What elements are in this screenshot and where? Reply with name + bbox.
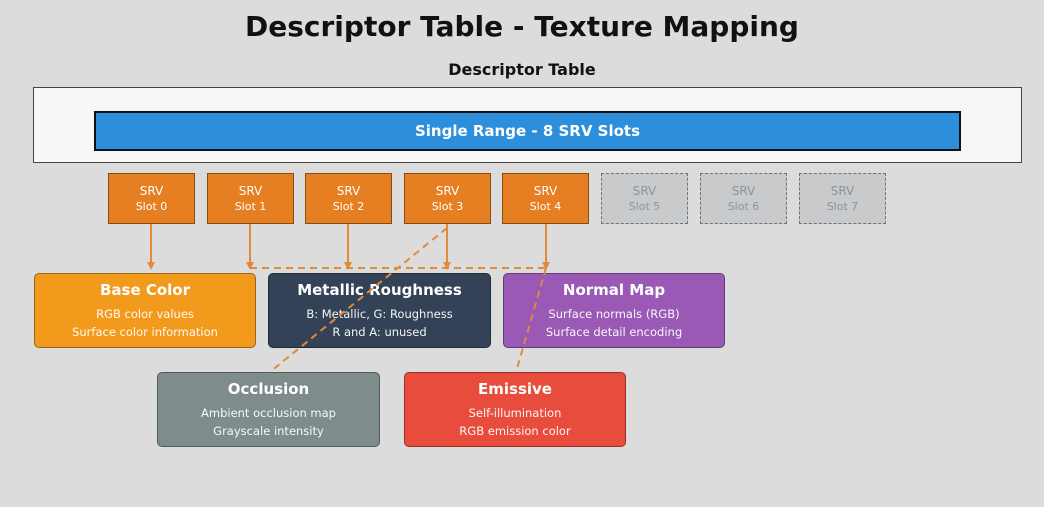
dashed-line-occlusion xyxy=(269,227,448,373)
card-line: R and A: unused xyxy=(332,324,427,339)
card-title: Base Color xyxy=(99,280,191,299)
slot-type: SRV xyxy=(139,183,164,198)
card-line: Grayscale intensity xyxy=(213,423,324,438)
occlusion-card: Occlusion Ambient occlusion map Grayscal… xyxy=(157,372,380,447)
emissive-card: Emissive Self-illumination RGB emission … xyxy=(404,372,626,447)
slot-label: Slot 1 xyxy=(234,199,267,213)
card-title: Normal Map xyxy=(562,280,666,299)
card-line: B: Metallic, G: Roughness xyxy=(306,306,453,321)
dashed-line-emissive xyxy=(515,267,547,373)
slot-1: SRV Slot 1 xyxy=(207,173,294,224)
card-title: Emissive xyxy=(478,379,552,398)
slot-type: SRV xyxy=(336,183,361,198)
slot-6: SRV Slot 6 xyxy=(700,173,787,224)
card-line: Surface color information xyxy=(72,324,218,339)
card-line: Surface normals (RGB) xyxy=(548,306,680,321)
slot-type: SRV xyxy=(533,183,558,198)
slot-label: Slot 0 xyxy=(135,199,168,213)
single-range-bar: Single Range - 8 SRV Slots xyxy=(94,111,961,151)
base-color-card: Base Color RGB color values Surface colo… xyxy=(34,273,256,348)
slot-0: SRV Slot 0 xyxy=(108,173,195,224)
slot-type: SRV xyxy=(238,183,263,198)
card-line: Self-illumination xyxy=(468,405,562,420)
slot-label: Slot 5 xyxy=(628,199,661,213)
card-title: Occlusion xyxy=(227,379,310,398)
card-line: Surface detail encoding xyxy=(545,324,683,339)
slot-type: SRV xyxy=(435,183,460,198)
card-line: Ambient occlusion map xyxy=(201,405,336,420)
card-line: RGB color values xyxy=(96,306,194,321)
slot-2: SRV Slot 2 xyxy=(305,173,392,224)
descriptor-table-label: Descriptor Table xyxy=(448,60,596,79)
slot-3: SRV Slot 3 xyxy=(404,173,491,224)
slot-4: SRV Slot 4 xyxy=(502,173,589,224)
slot-7: SRV Slot 7 xyxy=(799,173,886,224)
slot-type: SRV xyxy=(731,183,756,198)
slot-label: Slot 4 xyxy=(529,199,562,213)
slot-label: Slot 3 xyxy=(431,199,464,213)
slot-5: SRV Slot 5 xyxy=(601,173,688,224)
slot-label: Slot 6 xyxy=(727,199,760,213)
card-title: Metallic Roughness xyxy=(297,280,462,299)
card-line: RGB emission color xyxy=(459,423,571,438)
slot-type: SRV xyxy=(632,183,657,198)
diagram-title: Descriptor Table - Texture Mapping xyxy=(245,10,799,43)
slot-label: Slot 2 xyxy=(332,199,365,213)
slot-type: SRV xyxy=(830,183,855,198)
slot-label: Slot 7 xyxy=(826,199,859,213)
metallic-roughness-card: Metallic Roughness B: Metallic, G: Rough… xyxy=(268,273,491,348)
